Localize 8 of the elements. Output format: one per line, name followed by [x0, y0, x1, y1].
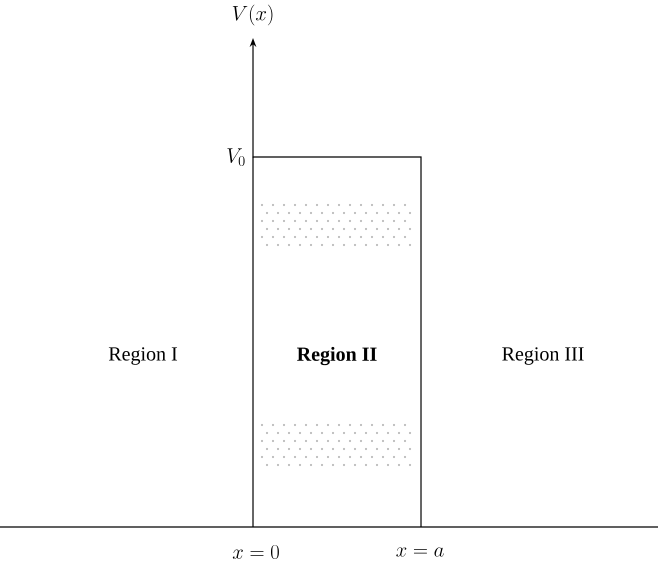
level-label: $V_0$ — [227, 148, 245, 166]
axis-label: $V(x)$ — [232, 4, 272, 26]
position-label: $x = a$ — [396, 547, 444, 557]
node-label: Region II — [297, 346, 377, 366]
barrier-box: Region II — [252, 156, 422, 527]
region-label: Region I — [108, 347, 178, 365]
position-label: $x = 0$ — [232, 544, 279, 560]
region-label: Region III — [502, 347, 584, 365]
